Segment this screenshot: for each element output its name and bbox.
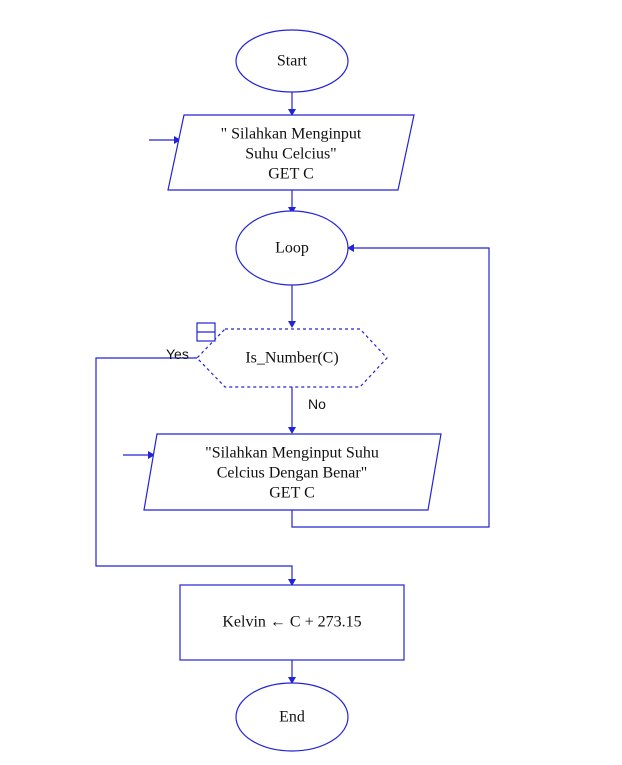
arrowhead	[288, 321, 296, 328]
arrowhead	[288, 427, 296, 434]
arrowhead	[347, 244, 354, 252]
process-label: Kelvin ← C + 273.15	[222, 614, 361, 631]
loop-node[interactable]: Loop	[235, 210, 349, 286]
start-label: Start	[277, 53, 308, 70]
end-terminal-shape	[235, 682, 349, 752]
arrowhead	[288, 677, 296, 684]
decision-label: Is_Number(C)	[245, 350, 338, 367]
loop-connector-shape	[235, 210, 349, 286]
process-rectangle	[179, 584, 405, 661]
arrowhead	[288, 109, 296, 116]
decision-node[interactable]: Is_Number(C) Yes No	[166, 322, 388, 412]
connector-decision-yes-to-process	[95, 357, 293, 582]
decision-no-label: No	[308, 396, 326, 412]
input1-line-1: " Silahkan Menginput	[221, 126, 362, 143]
end-node[interactable]: End	[235, 682, 349, 752]
connectors	[95, 92, 490, 684]
collapse-toggle-icon[interactable]	[196, 322, 216, 342]
loop-label: Loop	[275, 240, 309, 257]
input-node-1[interactable]: " Silahkan Menginput Suhu Celcius" GET C	[167, 114, 415, 191]
arrowhead	[148, 451, 155, 459]
connector-input2-back-to-loop	[291, 247, 490, 528]
end-label: End	[279, 709, 305, 726]
input2-line-1: "Silahkan Menginput Suhu	[205, 445, 379, 462]
input-node-2[interactable]: "Silahkan Menginput Suhu Celcius Dengan …	[143, 433, 442, 511]
start-terminal-shape	[235, 29, 349, 93]
input2-line-2: Celcius Dengan Benar"	[217, 465, 367, 482]
input-parallelogram-1	[167, 114, 415, 191]
input1-line-2: Suhu Celcius"	[245, 146, 336, 163]
decision-hexagon	[196, 328, 388, 388]
decision-yes-label: Yes	[166, 346, 189, 362]
start-node[interactable]: Start	[235, 29, 349, 93]
input2-line-3: GET C	[269, 485, 314, 502]
arrowhead	[288, 579, 296, 586]
process-node[interactable]: Kelvin ← C + 273.15	[179, 584, 405, 661]
arrowhead	[174, 136, 181, 144]
input-parallelogram-2	[143, 433, 442, 511]
input1-line-3: GET C	[268, 166, 313, 183]
